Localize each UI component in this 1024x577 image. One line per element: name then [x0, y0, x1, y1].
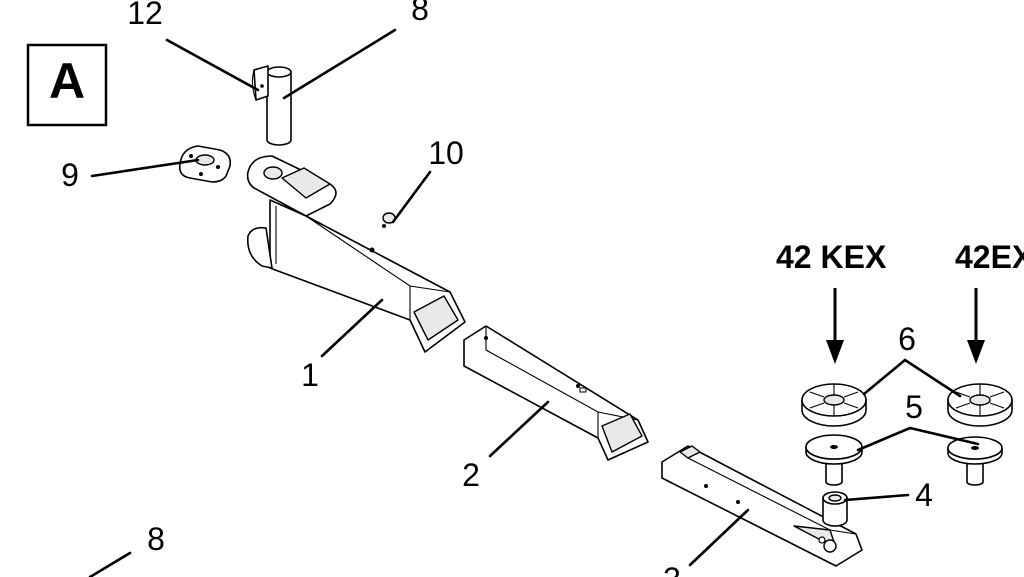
model-heading-left: 42 KEX — [776, 239, 887, 275]
bushing-part — [822, 491, 848, 527]
model-heading-right: 42EX — [955, 239, 1024, 275]
pin-top-part — [266, 66, 292, 146]
callout-12: 12 — [127, 0, 163, 31]
callout-9: 9 — [61, 157, 79, 193]
model-arrow-left — [826, 288, 844, 364]
bracket-part — [178, 145, 232, 183]
callout-1: 1 — [301, 357, 319, 393]
outer-arm-part — [246, 155, 466, 353]
model-arrow-right — [967, 288, 985, 364]
inner-arm-part — [463, 325, 649, 461]
pin-clip-part — [251, 65, 269, 101]
callout-3: 3 — [663, 561, 681, 577]
pad-top-left-part — [801, 383, 867, 427]
pad-base-right-part — [947, 436, 1003, 486]
callout-5: 5 — [905, 389, 923, 425]
pad-top-right-part — [947, 383, 1013, 427]
leader-lines — [88, 28, 980, 577]
callout-4: 4 — [915, 477, 933, 513]
callout-2: 2 — [462, 457, 480, 493]
callout-8-bottom: 8 — [147, 521, 165, 557]
pad-base-left-part — [805, 434, 863, 486]
panel-label-box: A — [26, 43, 108, 127]
callout-6: 6 — [898, 321, 916, 357]
panel-label: A — [49, 53, 85, 109]
callout-10: 10 — [428, 135, 464, 171]
callout-8-top: 8 — [411, 0, 429, 27]
slide-arm-part — [661, 445, 863, 567]
